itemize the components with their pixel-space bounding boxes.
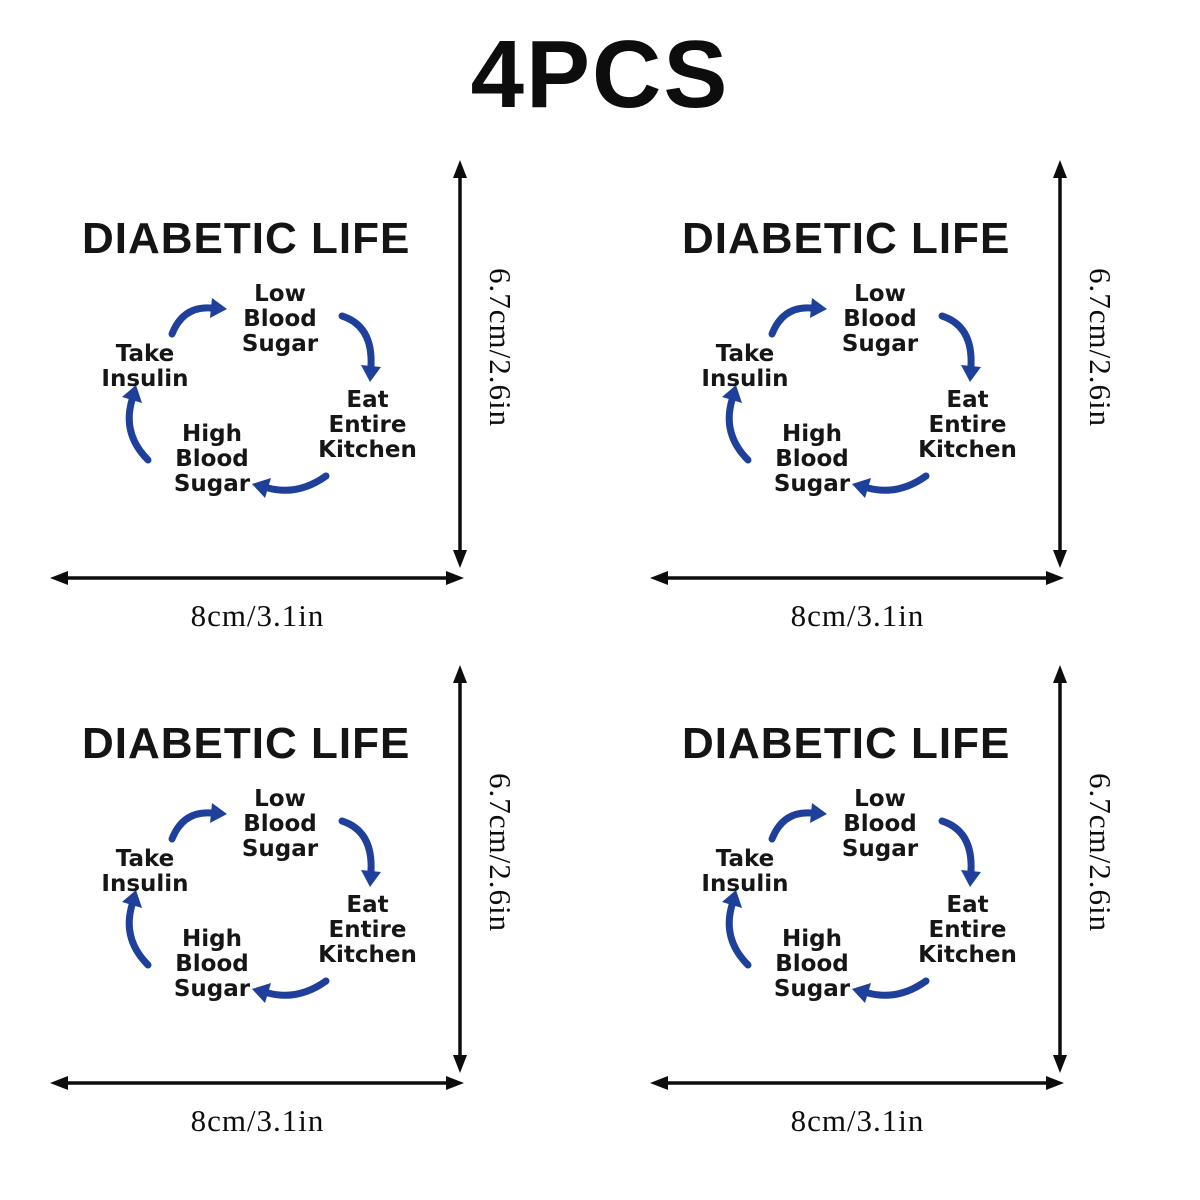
height-dimension-label: 6.7cm/2.6in — [1083, 268, 1118, 428]
cycle-arrows-graphic — [122, 803, 381, 1003]
arrow-eat-to-high — [264, 977, 330, 999]
cycle-label-high-blood-sugar: High Blood Sugar — [773, 421, 851, 497]
piece-count-title: 4PCS — [470, 21, 730, 128]
arrowhead-high-to-take — [722, 890, 742, 908]
arrowhead-low-to-eat — [961, 365, 981, 382]
height-arrowhead-bottom — [453, 1055, 467, 1073]
height-arrowhead-top — [453, 160, 467, 178]
cycle-label-high-blood-sugar: High Blood Sugar — [173, 926, 251, 1002]
height-dimension-label: 6.7cm/2.6in — [483, 268, 518, 428]
cycle-label-high-blood-sugar: High Blood Sugar — [173, 421, 251, 497]
arrow-high-to-take — [125, 396, 152, 464]
cycle-diagram: Low Blood Sugar Take Insulin Eat Entire … — [90, 281, 430, 522]
width-arrowhead-left — [50, 1076, 68, 1090]
width-arrowhead-left — [650, 1076, 668, 1090]
height-arrowhead-bottom — [1053, 550, 1067, 568]
height-dimension-label: 6.7cm/2.6in — [483, 773, 518, 933]
width-arrowhead-right — [1046, 1076, 1064, 1090]
cycle-diagram: Low Blood Sugar Take Insulin Eat Entire … — [690, 281, 1030, 522]
arrowhead-eat-to-high — [252, 983, 271, 1003]
arrowhead-low-to-eat — [361, 870, 381, 887]
dimension-arrows-graphic — [650, 665, 1067, 1090]
dimension-arrows-graphic — [650, 160, 1067, 585]
cycle-label-take-insulin: Take Insulin — [101, 846, 189, 897]
dimension-arrows-graphic — [50, 665, 467, 1090]
header: 4PCS — [0, 0, 1200, 150]
dimension-arrows-graphic — [50, 160, 467, 585]
cycle-diagram: Low Blood Sugar Take Insulin Eat Entire … — [690, 786, 1030, 1027]
cycle-label-eat-entire-kitchen: Eat Entire Kitchen — [918, 892, 1017, 968]
arrow-take-to-low — [168, 304, 215, 338]
arrowhead-take-to-low — [210, 298, 227, 318]
arrow-take-to-low — [768, 304, 815, 338]
cycle-label-take-insulin: Take Insulin — [101, 341, 189, 392]
height-arrowhead-top — [1053, 160, 1067, 178]
cycle-arrows-graphic — [122, 298, 381, 498]
arrow-high-to-take — [725, 396, 752, 464]
arrow-eat-to-high — [864, 977, 930, 999]
arrow-eat-to-high — [264, 472, 330, 494]
cycle-label-eat-entire-kitchen: Eat Entire Kitchen — [318, 892, 417, 968]
arrow-high-to-take — [725, 901, 752, 969]
width-dimension-label: 8cm/3.1in — [790, 1103, 925, 1138]
arrowhead-take-to-low — [810, 298, 827, 318]
sticker-unit: DIABETIC LIFE Low Blood Sugar Take Insul… — [0, 150, 600, 655]
arrowhead-take-to-low — [810, 803, 827, 823]
cycle-diagram: Low Blood Sugar Take Insulin Eat Entire … — [90, 786, 430, 1027]
sticker-grid: DIABETIC LIFE Low Blood Sugar Take Insul… — [0, 150, 1200, 1160]
arrowhead-eat-to-high — [252, 478, 271, 498]
width-arrowhead-right — [1046, 571, 1064, 585]
width-dimension-label: 8cm/3.1in — [790, 598, 925, 633]
arrowhead-eat-to-high — [852, 983, 871, 1003]
arrowhead-low-to-eat — [361, 365, 381, 382]
arrowhead-eat-to-high — [852, 478, 871, 498]
height-arrowhead-top — [453, 665, 467, 683]
cycle-label-low-blood-sugar: Low Blood Sugar — [241, 281, 319, 357]
arrow-low-to-eat — [938, 817, 975, 875]
arrowhead-low-to-eat — [961, 870, 981, 887]
cycle-label-eat-entire-kitchen: Eat Entire Kitchen — [318, 387, 417, 463]
cycle-label-low-blood-sugar: Low Blood Sugar — [841, 786, 919, 862]
height-arrowhead-top — [1053, 665, 1067, 683]
arrowhead-take-to-low — [210, 803, 227, 823]
arrow-low-to-eat — [338, 817, 375, 875]
height-arrowhead-bottom — [1053, 1055, 1067, 1073]
arrow-low-to-eat — [338, 312, 375, 370]
cycle-label-take-insulin: Take Insulin — [701, 846, 789, 897]
cycle-label-low-blood-sugar: Low Blood Sugar — [841, 281, 919, 357]
cycle-label-high-blood-sugar: High Blood Sugar — [773, 926, 851, 1002]
width-arrowhead-left — [650, 571, 668, 585]
arrowhead-high-to-take — [122, 890, 142, 908]
sticker-unit: DIABETIC LIFE Low Blood Sugar Take Insul… — [600, 150, 1200, 655]
sticker-title: DIABETIC LIFE — [682, 214, 1011, 263]
arrowhead-high-to-take — [122, 385, 142, 403]
arrow-take-to-low — [768, 809, 815, 843]
width-dimension-label: 8cm/3.1in — [190, 1103, 325, 1138]
arrowhead-high-to-take — [722, 385, 742, 403]
sticker-title: DIABETIC LIFE — [82, 719, 411, 768]
sticker-title: DIABETIC LIFE — [682, 719, 1011, 768]
height-arrowhead-bottom — [453, 550, 467, 568]
cycle-label-low-blood-sugar: Low Blood Sugar — [241, 786, 319, 862]
width-arrowhead-right — [446, 571, 464, 585]
width-arrowhead-right — [446, 1076, 464, 1090]
arrow-low-to-eat — [938, 312, 975, 370]
width-dimension-label: 8cm/3.1in — [190, 598, 325, 633]
width-arrowhead-left — [50, 571, 68, 585]
cycle-label-take-insulin: Take Insulin — [701, 341, 789, 392]
sticker-unit: DIABETIC LIFE Low Blood Sugar Take Insul… — [600, 655, 1200, 1160]
height-dimension-label: 6.7cm/2.6in — [1083, 773, 1118, 933]
cycle-arrows-graphic — [722, 298, 981, 498]
arrow-take-to-low — [168, 809, 215, 843]
cycle-label-eat-entire-kitchen: Eat Entire Kitchen — [918, 387, 1017, 463]
arrow-high-to-take — [125, 901, 152, 969]
sticker-unit: DIABETIC LIFE Low Blood Sugar Take Insul… — [0, 655, 600, 1160]
cycle-arrows-graphic — [722, 803, 981, 1003]
arrow-eat-to-high — [864, 472, 930, 494]
sticker-title: DIABETIC LIFE — [82, 214, 411, 263]
